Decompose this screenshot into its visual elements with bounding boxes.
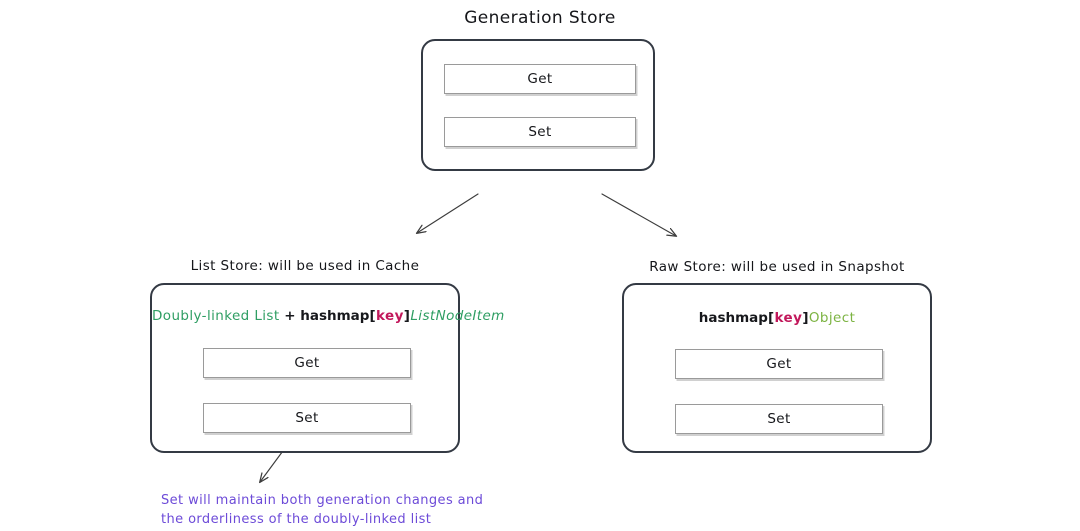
heading-seg-open-bracket: [ [369,308,377,324]
raw-store-method-set[interactable]: Set [675,404,883,434]
raw-store-method-get[interactable]: Get [675,349,883,379]
root-method-set[interactable]: Set [444,117,636,147]
set-behaviour-annotation: Set will maintain both generation change… [161,493,484,527]
arrow-root-to-list-store [417,193,479,233]
raw-store-method-get-label: Get [766,356,792,372]
arrow-root-to-raw-store [601,193,676,236]
raw-heading-seg-hashmap: hashmap [698,310,768,326]
raw-store-method-set-label: Set [767,411,791,427]
heading-seg-list-node-item: ListNodeItem [410,308,505,324]
list-store-caption: List Store: will be used in Cache [190,258,420,274]
raw-store-caption: Raw Store: will be used in Snapshot [649,259,905,275]
heading-seg-plus-hashmap: + hashmap [284,308,370,324]
list-store-type-heading: Doubly-linked List + hashmap[key]ListNod… [152,308,504,324]
raw-store-card[interactable]: hashmap[key]Object Get Set [622,283,932,453]
raw-heading-seg-object: Object [808,310,856,326]
heading-seg-close-bracket: ] [403,308,411,324]
raw-store-type-heading: hashmap[key]Object [624,310,930,326]
root-method-get[interactable]: Get [444,64,636,94]
raw-heading-seg-close-bracket: ] [802,310,809,326]
list-store-method-set[interactable]: Set [203,403,411,433]
list-store-card[interactable]: Doubly-linked List + hashmap[key]ListNod… [150,283,504,453]
root-method-get-label: Get [527,71,553,87]
list-store-method-get-label: Get [294,355,320,371]
heading-seg-doubly-linked-list: Doubly-linked List [152,308,285,324]
list-store-method-get[interactable]: Get [203,348,411,378]
list-store-method-set-label: Set [295,410,319,426]
raw-heading-seg-open-bracket: [ [767,310,775,326]
generation-store-card[interactable]: Get Set [421,39,655,171]
raw-heading-seg-key: key [774,310,803,326]
page-title: Generation Store [464,8,616,28]
root-method-set-label: Set [528,124,552,140]
heading-seg-key: key [376,308,404,324]
